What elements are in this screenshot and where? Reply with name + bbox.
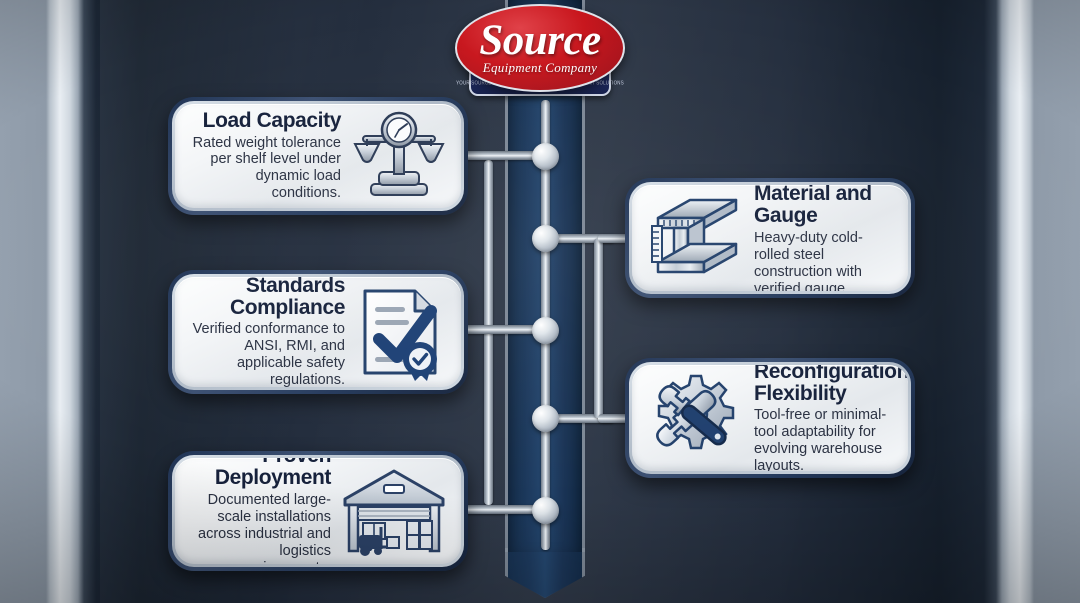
logo-subtitle: Equipment Company: [482, 60, 598, 76]
card-frame-material-and-gauge[interactable]: Frame Material and Gauge Heavy-duty cold…: [625, 178, 915, 298]
logo-wordmark: Source: [479, 16, 601, 64]
card-load-capacity[interactable]: Load Capacity Rated weight tolerance per…: [168, 97, 468, 215]
card-description: Rated weight tolerance per shelf level u…: [192, 134, 341, 202]
node-frame-material: [532, 225, 559, 252]
card-inner-bezel: Frame Material and Gauge Heavy-duty cold…: [629, 182, 911, 294]
connector-stub-reconfiguration-card: [598, 414, 638, 423]
card-inner-bezel: Standards Compliance Verified conformanc…: [172, 274, 464, 390]
card-text: Reconfiguration Flexibility Tool-free or…: [750, 365, 908, 471]
card-proven-deployment[interactable]: Proven Deployment Documented large-scale…: [168, 451, 468, 571]
card-text: Proven Deployment Documented large-scale…: [187, 458, 333, 564]
node-proven-deployment: [532, 497, 559, 524]
node-standards-compliance: [532, 317, 559, 344]
card-title: Standards Compliance: [229, 277, 345, 319]
node-reconfiguration: [532, 405, 559, 432]
card-standards-compliance[interactable]: Standards Compliance Verified conformanc…: [168, 270, 468, 394]
connector-rail-right-vertical: [594, 238, 603, 418]
card-text: Frame Material and Gauge Heavy-duty cold…: [750, 185, 896, 291]
card-surface: Proven Deployment Documented large-scale…: [175, 458, 461, 564]
certified-document-icon: [353, 283, 449, 381]
card-title: Reconfiguration Flexibility: [754, 365, 908, 405]
card-description: Verified conformance to ANSI, RMI, and a…: [192, 321, 345, 387]
card-inner-bezel: Proven Deployment Documented large-scale…: [172, 455, 464, 567]
card-surface: Frame Material and Gauge Heavy-duty cold…: [632, 185, 908, 291]
node-load-capacity: [532, 143, 559, 170]
card-reconfiguration-flexibility[interactable]: Reconfiguration Flexibility Tool-free or…: [625, 358, 915, 478]
card-surface: Load Capacity Rated weight tolerance per…: [175, 104, 461, 208]
connector-stub-frame-material-card: [598, 234, 638, 243]
steel-i-beam-icon: [644, 190, 744, 286]
connector-branch-reconfiguration: [545, 414, 615, 423]
card-title: Proven Deployment: [214, 458, 332, 490]
card-text: Standards Compliance Verified conformanc…: [187, 277, 347, 387]
balance-scale-icon: [349, 110, 449, 202]
connector-branch-frame-material: [545, 234, 615, 243]
card-inner-bezel: Load Capacity Rated weight tolerance per…: [172, 101, 464, 211]
connector-stub-standards-compliance: [455, 325, 545, 334]
card-text: Load Capacity Rated weight tolerance per…: [187, 108, 343, 203]
warehouse-forklift-icon: [339, 465, 449, 557]
card-title: Frame Material and Gauge: [754, 185, 872, 228]
card-title: Load Capacity: [202, 108, 342, 132]
card-surface: Reconfiguration Flexibility Tool-free or…: [632, 365, 908, 471]
logo-oval-badge: Source Equipment Company: [455, 4, 625, 92]
company-logo[interactable]: ★ ★ ★ ★ ★ ★ YOUR SOURCE FOR HANDLING AND…: [455, 4, 625, 104]
card-description: Tool-free or minimal-tool adaptability f…: [754, 407, 887, 471]
card-description: Documented large-scale installations acr…: [198, 491, 331, 564]
connector-stub-load-capacity: [455, 151, 545, 160]
center-ribbon-tip: [505, 552, 585, 598]
wrench-gear-icon: [644, 370, 744, 466]
card-inner-bezel: Reconfiguration Flexibility Tool-free or…: [629, 362, 911, 474]
card-description: Heavy-duty cold-rolled steel constructio…: [754, 229, 863, 291]
card-surface: Standards Compliance Verified conformanc…: [175, 277, 461, 387]
connector-stub-proven-deployment: [455, 505, 545, 514]
